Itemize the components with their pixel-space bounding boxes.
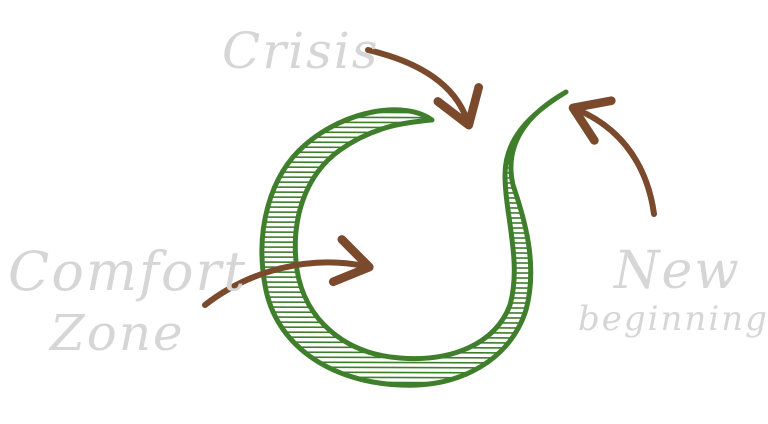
hatch-line [261,161,566,164]
label-crisis: Crisis [222,22,379,80]
hatch-line [261,156,566,159]
hatch-line [261,301,566,305]
hatch-line [261,191,566,194]
label-comfort-line2: Zone [48,304,185,362]
arrow-crisis [365,47,483,130]
hatch-line [261,171,566,174]
arrow-new-beginning [568,96,657,217]
hatch-line [261,96,566,99]
hatch-line [261,92,566,94]
cycle-loop-outline [259,89,569,388]
hatch-line [261,226,566,229]
hatch-line [261,186,566,189]
hatch-line [261,351,566,355]
hatch-line [261,231,566,234]
hatch-line [261,196,566,199]
hatch-line [261,236,566,239]
loop-hatching [261,92,566,385]
hatch-line [261,141,566,144]
hatch-line [261,376,566,380]
hatch-line [261,311,566,315]
hatch-line [261,126,566,129]
hatch-line [261,371,566,375]
hatch-line [261,131,566,134]
label-comfort-line1: Comfort [8,240,247,303]
hatch-line [261,366,566,370]
hatch-line [261,341,566,345]
hatch-line [261,101,566,104]
hatch-line [261,136,566,139]
hatch-line [261,336,566,340]
hatch-line [261,106,566,109]
hatch-line [261,176,566,179]
hatch-line [261,306,566,310]
hatch-line [261,361,566,365]
hatch-line [261,181,566,184]
hatch-line [261,331,566,335]
hatch-line [261,326,566,330]
label-new-line1: New [612,241,741,301]
arrow-comfort-zone [202,235,374,308]
hatch-line [261,321,566,325]
hatch-line [261,166,566,169]
hatch-line [261,316,566,320]
label-new-line2: beginning [578,299,768,339]
